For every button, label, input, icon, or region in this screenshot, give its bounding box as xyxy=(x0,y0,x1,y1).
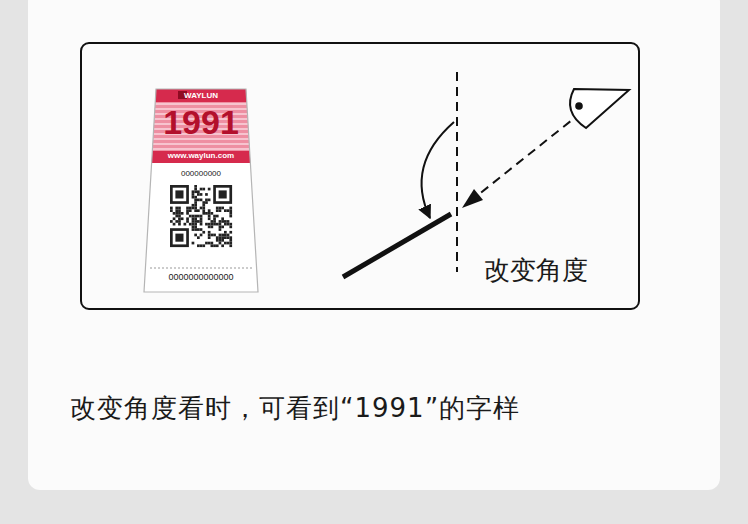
url-text: www.waylun.com xyxy=(142,152,260,161)
caption-text: 改变角度看时，可看到“1991”的字样 xyxy=(70,391,520,426)
qr-code xyxy=(170,185,232,247)
label-surface xyxy=(343,214,451,277)
eye-symbol xyxy=(570,89,629,128)
normal-line xyxy=(456,72,458,272)
sight-line xyxy=(478,112,582,195)
angle-arc xyxy=(422,122,454,218)
view-frame: 改变角度WAYLUN1991www.waylun.com000000000000… xyxy=(80,42,640,310)
label-tag: WAYLUN1991www.waylun.com0000000000000000… xyxy=(142,88,260,294)
sight-arrowhead xyxy=(462,189,483,208)
serial-text: 000000000 xyxy=(142,170,260,179)
year-text: 1991 xyxy=(142,104,260,141)
eye-pupil xyxy=(575,102,583,110)
view-label: 改变角度 xyxy=(484,256,588,285)
code-text: 0000000000000 xyxy=(142,273,260,283)
brand-text: WAYLUN xyxy=(142,92,260,101)
